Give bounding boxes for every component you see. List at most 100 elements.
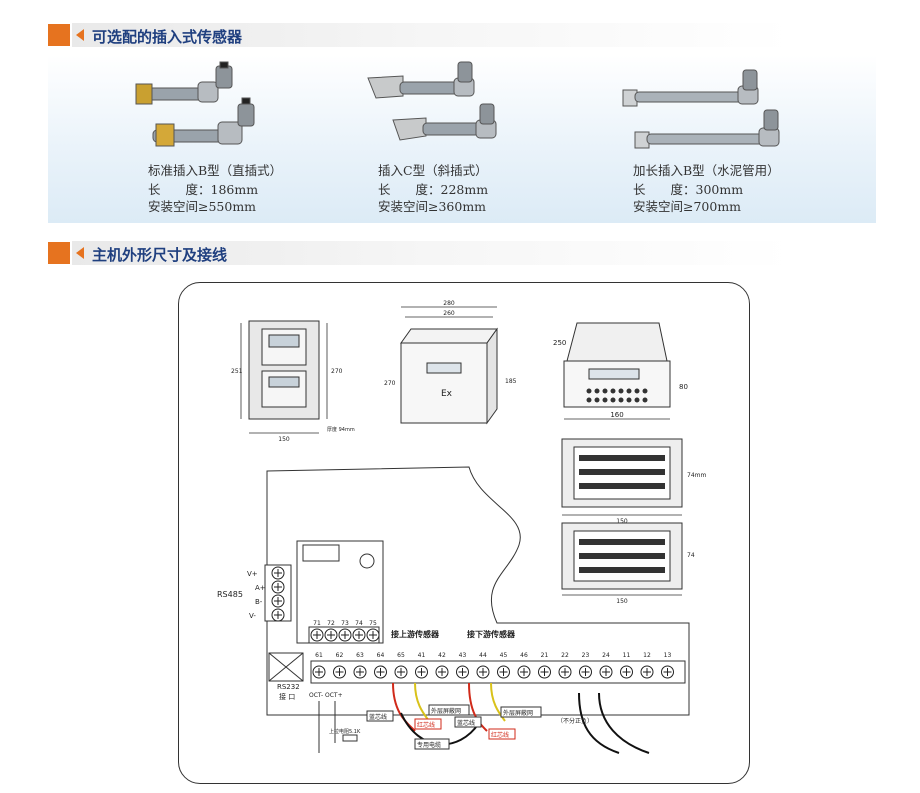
cable-tag: 外层屏蔽网 [431,707,461,715]
terminal-number: 64 [377,652,385,659]
terminal-screw [476,665,490,679]
terminal-screw [310,628,324,642]
header-bar [72,23,792,47]
sensor-name: 标准插入B型（直插式） [148,163,283,178]
sensor-straight-image [135,61,255,147]
cable-tag: 蓝芯线 [369,713,387,721]
sensor-card: 加长插入B型（水泥管用） 长 度：300mm 安装空间≥700mm [533,55,793,223]
oct-label: OCT- [309,692,323,699]
terminal-number: 43 [459,652,467,659]
relay-block [296,540,384,644]
dim-label: 260 [443,310,455,317]
rs232-label: RS232 [277,683,300,691]
terminal-number: 73 [341,620,349,627]
rs485-pin: V+ [247,570,258,578]
cable-tags: 蓝芯线 红芯线 外层屏蔽网 蓝芯线 外层屏蔽网 红芯线 专用电缆 （不分正负） … [329,704,593,750]
header-bar [72,241,792,265]
ex-mark: Ex [441,389,453,399]
terminal-number: 11 [623,652,631,659]
sensor-space: 安装空间≥700mm [633,199,742,214]
terminal-number: 71 [313,620,321,627]
terminal-number: 61 [315,652,323,659]
dim-label: 150 [616,598,628,605]
section-title: 主机外形尺寸及接线 [92,246,228,264]
sensor-panel: 标准插入B型（直插式） 长 度：186mm 安装空间≥550mm 插入C型（斜插… [48,55,876,223]
terminal-screw [599,665,613,679]
terminal-screw [456,665,469,679]
terminal-number: 42 [438,652,446,659]
terminal-number: 24 [602,652,610,659]
rs485-pin: V- [249,612,256,620]
terminal-number: 65 [397,652,405,659]
terminal-screw [333,665,346,679]
terminal-number: 74 [355,620,363,627]
terminal-screw [415,665,428,679]
sensor-length: 长 度：228mm [378,182,489,197]
terminal-number: 41 [418,652,426,659]
dim-label: 150 [616,518,628,525]
terminal-board-2: 150 74 [561,522,695,605]
sensor-angled-image [367,61,497,141]
terminal-screw [366,628,380,642]
terminal-number: 62 [336,652,344,659]
sensor-card: 标准插入B型（直插式） 长 度：186mm 安装空间≥550mm [48,55,282,223]
header-square-icon [48,24,70,46]
terminal-number: 75 [369,620,377,627]
sensor-length: 长 度：186mm [148,182,259,197]
dim-label: 280 [443,300,455,307]
wall-mount-enclosure: 150 270 251 厚度 94mm [231,320,355,443]
section-title: 可选配的插入式传感器 [92,28,243,46]
upstream-label: 接上游传感器 [391,629,440,639]
sensor-space: 安装空间≥360mm [378,199,487,214]
terminal-screw [324,628,338,642]
rs485-label: RS485 [217,590,243,599]
sensor-name: 插入C型（斜插式） [378,163,488,178]
sensor-card: 插入C型（斜插式） 长 度：228mm 安装空间≥360mm [278,55,498,223]
terminal-screw [352,628,366,642]
terminal-screw [312,665,326,679]
terminal-number: 23 [582,652,590,659]
terminal-screw [517,665,531,679]
cable-tag: 上拉电阻5.1K [329,728,361,735]
terminal-screw [620,665,633,679]
wiring-diagram-frame: 150 270 251 厚度 94mm Ex 280 260 270 185 1… [178,282,750,784]
section-header-sensors: 可选配的插入式传感器 [48,23,792,47]
terminal-number: 46 [520,652,528,659]
dim-label: 74 [687,552,695,559]
dim-label: 250 [553,339,566,347]
terminal-number: 21 [541,652,549,659]
terminal-number: 44 [479,652,487,659]
terminal-screw [661,665,674,679]
dim-label: 74mm [687,472,706,479]
terminal-number: 22 [561,652,569,659]
dim-label: 251 [231,368,243,375]
terminal-screw [435,665,449,679]
cable-tag: 专用电缆 [417,741,441,749]
cable-tag: 外层屏蔽网 [503,709,533,717]
cable-tag: 红芯线 [417,721,435,729]
terminal-screw [374,665,387,679]
section-header-dimensions: 主机外形尺寸及接线 [48,241,792,265]
dim-label: 150 [278,436,290,443]
rs485-pin: B- [255,598,263,606]
oct-label: OCT+ [325,692,343,699]
board-outline [266,466,690,716]
terminal-number: 12 [643,652,651,659]
terminal-number: 45 [500,652,508,659]
cable-tag: 蓝芯线 [457,719,475,727]
downstream-label: 接下游传感器 [467,629,516,639]
terminal-screw [353,665,367,679]
terminal-screw [338,628,352,642]
rs485-connector: V+ A+ B- V- RS485 [217,564,292,622]
terminal-screw [579,665,592,679]
panel-mount-enclosure: 160 250 80 [553,322,688,420]
dim-label: 270 [331,368,343,375]
cable-tag: 红芯线 [491,731,509,739]
dim-label: 160 [610,411,623,419]
header-square-icon [48,242,70,264]
dim-label: 185 [505,378,517,385]
terminal-screw [497,665,510,679]
terminal-screw [640,665,654,679]
